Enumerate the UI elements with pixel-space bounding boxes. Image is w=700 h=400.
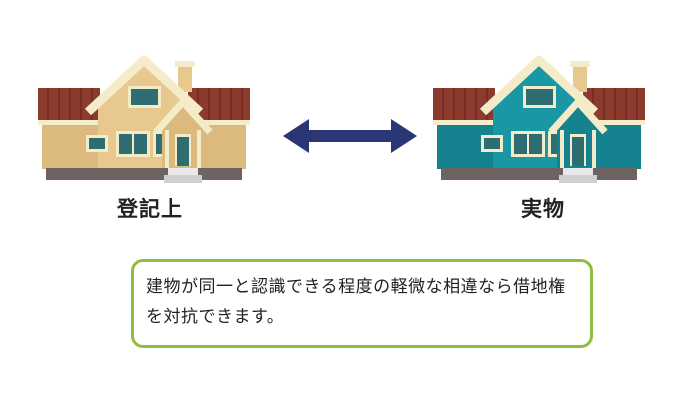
actual-house (433, 46, 645, 188)
double-arrow-icon (283, 119, 417, 153)
actual-label: 実物 (521, 197, 565, 221)
house-icon (433, 55, 645, 183)
registered-house (38, 46, 250, 188)
registered-label: 登記上 (117, 197, 183, 221)
house-icon (38, 55, 250, 183)
note-box: 建物が同一と認識できる程度の軽微な相違なら借地権を対抗できます。 (131, 259, 593, 348)
note-text: 建物が同一と認識できる程度の軽微な相違なら借地権を対抗できます。 (146, 277, 566, 327)
